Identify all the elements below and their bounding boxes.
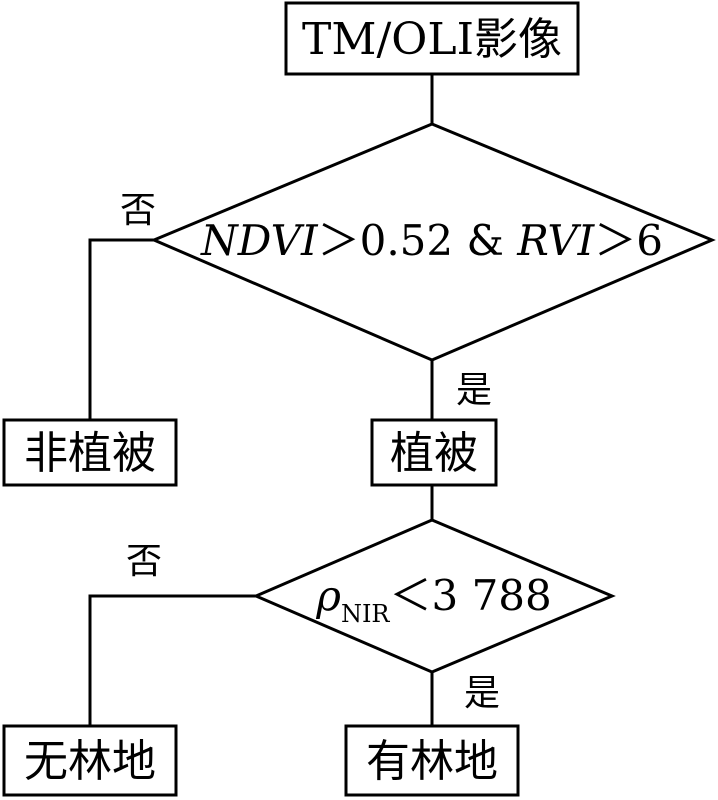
connectors: [88, 74, 434, 726]
decision1-no-label: 否: [120, 190, 156, 231]
node-decision2: ρNIR＜3 788: [252, 518, 616, 674]
node-forest: 有林地: [344, 724, 520, 797]
decision1-condition: NDVI＞0.52 & RVI＞6: [200, 216, 663, 265]
node-input: TM/OLI影像: [284, 1, 580, 76]
node-non-vegetation-label: 非植被: [24, 428, 156, 479]
node-forest-label: 有林地: [366, 736, 498, 787]
node-non-forest: 无林地: [2, 724, 178, 797]
decision2-no-label: 否: [126, 541, 162, 582]
node-decision1: NDVI＞0.52 & RVI＞6: [150, 122, 716, 362]
edge-decision2-no: [88, 594, 256, 726]
decision2-yes-label: 是: [464, 673, 500, 714]
node-non-vegetation: 非植被: [2, 418, 178, 487]
decision1-yes-label: 是: [456, 370, 492, 411]
edge-decision1-no: [88, 238, 154, 420]
node-non-forest-label: 无林地: [24, 736, 156, 787]
node-input-label: TM/OLI影像: [302, 14, 562, 65]
node-vegetation-label: 植被: [390, 428, 478, 479]
decision2-condition: ρNIR＜3 788: [315, 571, 552, 628]
node-vegetation: 植被: [370, 418, 498, 487]
